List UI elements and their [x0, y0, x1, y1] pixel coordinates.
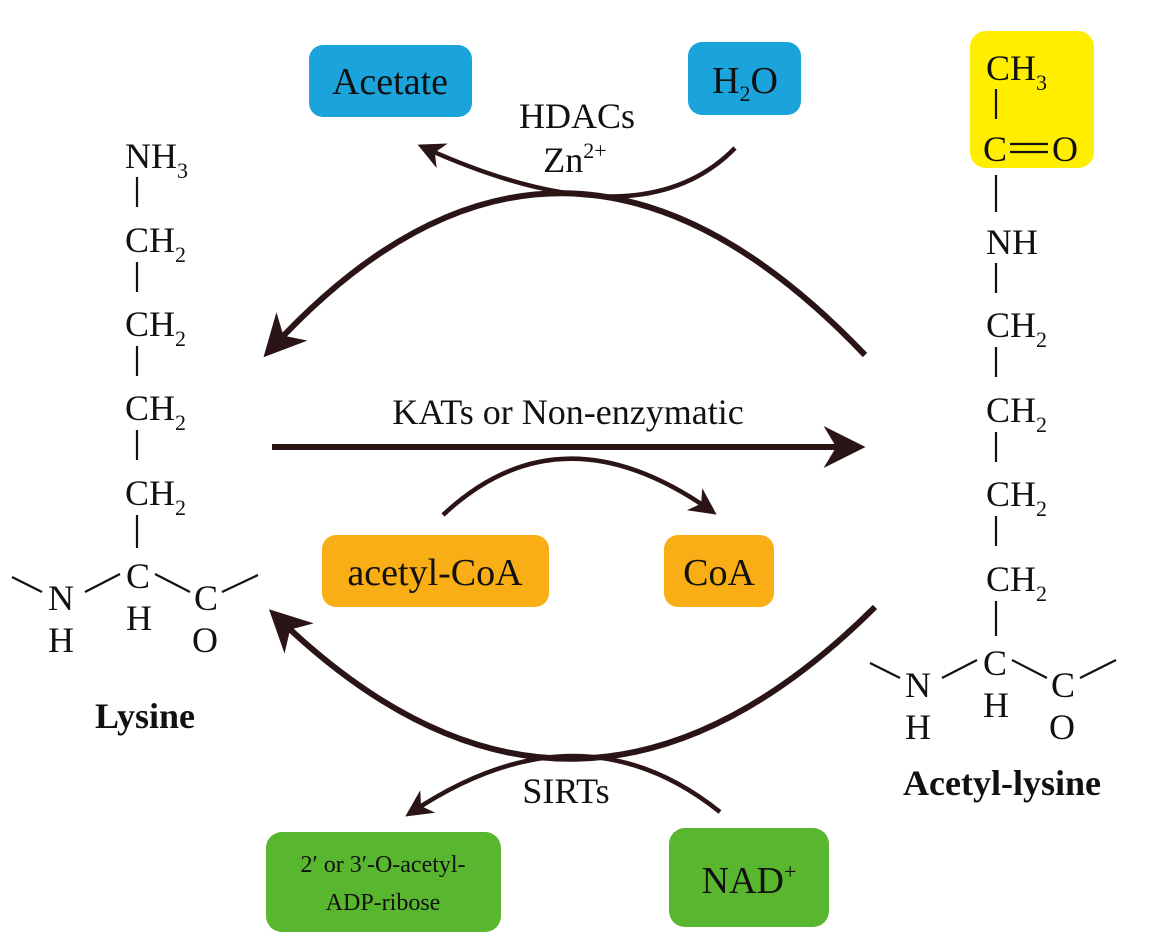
acetate-box: Acetate [309, 45, 472, 117]
lysine-n: N [48, 578, 74, 618]
lysine-alpha-c: C [126, 556, 150, 596]
lysine-n-h: H [48, 620, 74, 660]
acetyl-lysine-nh: NH [986, 222, 1038, 262]
coa-box: CoA [664, 535, 774, 607]
acetyl-lysine-ch2-2: CH2 [986, 390, 1047, 437]
acetyl-lysine-ch2-4: CH2 [986, 559, 1047, 606]
zinc-label: Zn2+ [543, 138, 606, 180]
nad-label: NAD+ [702, 859, 797, 902]
acetyl-carbonyl-o: O [1052, 129, 1078, 169]
sirts-label: SIRTs [522, 771, 609, 811]
acetyl-lysine-structure: CH3 C O NH CH2 CH2 CH2 CH2 C H N H C O A… [869, 48, 1117, 803]
adp-ribose-box: 2′ or 3′-O-acetyl- ADP-ribose [266, 832, 501, 932]
acetyl-carbonyl-c: C [983, 129, 1007, 169]
lysine-carbonyl-c: C [194, 578, 218, 618]
acetyl-coa-label: acetyl-CoA [347, 552, 523, 594]
lysine-structure: NH3 CH2 CH2 CH2 CH2 C H N H C O Lysine [11, 136, 259, 736]
hdacs-label: HDACs [519, 96, 635, 136]
kats-label: KATs or Non-enzymatic [392, 392, 743, 432]
acetyl-lysine-alpha-h: H [983, 685, 1009, 725]
coa-label: CoA [683, 552, 755, 594]
lysine-alpha-h: H [126, 598, 152, 638]
acetyl-coa-to-coa-arrow [441, 456, 717, 517]
lysine-carbonyl-o: O [192, 620, 218, 660]
nad-box: NAD+ [669, 828, 829, 927]
acetyl-lysine-ch2-1: CH2 [986, 305, 1047, 352]
acetyl-lysine-carbonyl-o: O [1049, 707, 1075, 747]
acetate-label: Acetate [332, 61, 448, 103]
sirt-cofactor-arrow [405, 753, 722, 817]
acetyl-lysine-n: N [905, 665, 931, 705]
acetyl-lysine-name: Acetyl-lysine [903, 763, 1101, 803]
lysine-nh3: NH3 [125, 136, 188, 183]
adp-ribose-line1: 2′ or 3′-O-acetyl- [300, 852, 465, 878]
acetyl-lysine-alpha-c: C [983, 643, 1007, 683]
deacetylation-arrow-upper [263, 190, 868, 358]
acetyl-group-box [970, 31, 1094, 168]
lysine-ch2-4: CH2 [125, 473, 186, 520]
adp-ribose-line2: ADP-ribose [326, 890, 441, 916]
lysine-ch2-1: CH2 [125, 220, 186, 267]
lysine-name: Lysine [95, 696, 195, 736]
deacetylation-arrow-lower [268, 604, 878, 762]
acetyl-lysine-ch2-3: CH2 [986, 474, 1047, 521]
acetyl-lysine-carbonyl-c: C [1051, 665, 1075, 705]
lysine-ch2-3: CH2 [125, 388, 186, 435]
acetyl-coa-box: acetyl-CoA [322, 535, 549, 607]
lysine-ch2-2: CH2 [125, 304, 186, 351]
acetyl-lysine-n-h: H [905, 707, 931, 747]
water-box: H2O [688, 42, 801, 115]
